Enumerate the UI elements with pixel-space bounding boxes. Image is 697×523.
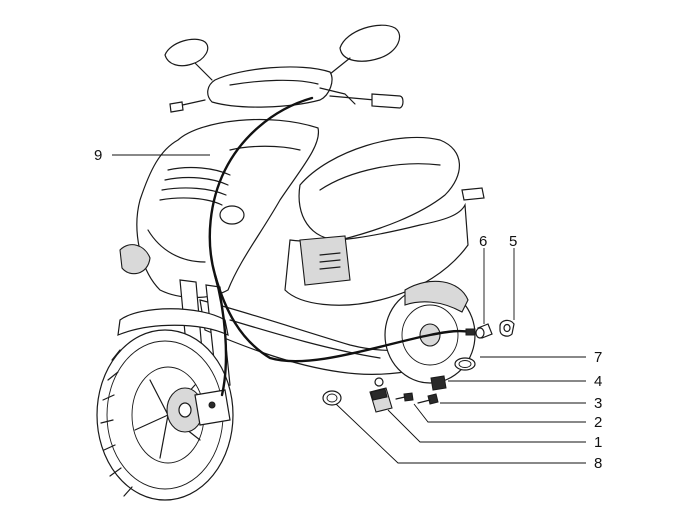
- leader-2: [413, 403, 586, 423]
- callout-2: 2: [594, 414, 602, 431]
- cable-lower-segment: [213, 273, 228, 397]
- part-4-clip: [430, 375, 447, 391]
- seat: [298, 136, 460, 241]
- callout-5: 5: [509, 233, 517, 250]
- part-6-bushing: [475, 323, 493, 339]
- front-wheel: [96, 329, 234, 501]
- speedometer-cable: [208, 96, 472, 363]
- callout-3: 3: [594, 395, 602, 412]
- cable-end-fitting: [465, 328, 476, 336]
- callout-7: 7: [594, 349, 602, 366]
- leader-8: [335, 403, 586, 464]
- callout-9: 9: [94, 147, 102, 164]
- part-2-screw: [395, 392, 414, 402]
- leader-1: [387, 409, 586, 443]
- part-3-screw: [417, 393, 439, 405]
- leader-lines: [112, 154, 586, 464]
- callout-6: 6: [479, 233, 487, 250]
- callout-4: 4: [594, 373, 602, 390]
- right-mirror: [324, 24, 401, 79]
- part-8-clamp-ring: [322, 390, 342, 406]
- part-1-bracket: [369, 377, 393, 413]
- part-5-nut: [499, 319, 515, 337]
- left-mirror: [164, 38, 213, 81]
- rear-body: [284, 187, 485, 306]
- callout-8: 8: [594, 455, 602, 472]
- part-7-clamp-ring: [454, 357, 476, 371]
- handlebar: [169, 66, 404, 113]
- callout-1: 1: [594, 434, 602, 451]
- front-shield: [119, 118, 320, 299]
